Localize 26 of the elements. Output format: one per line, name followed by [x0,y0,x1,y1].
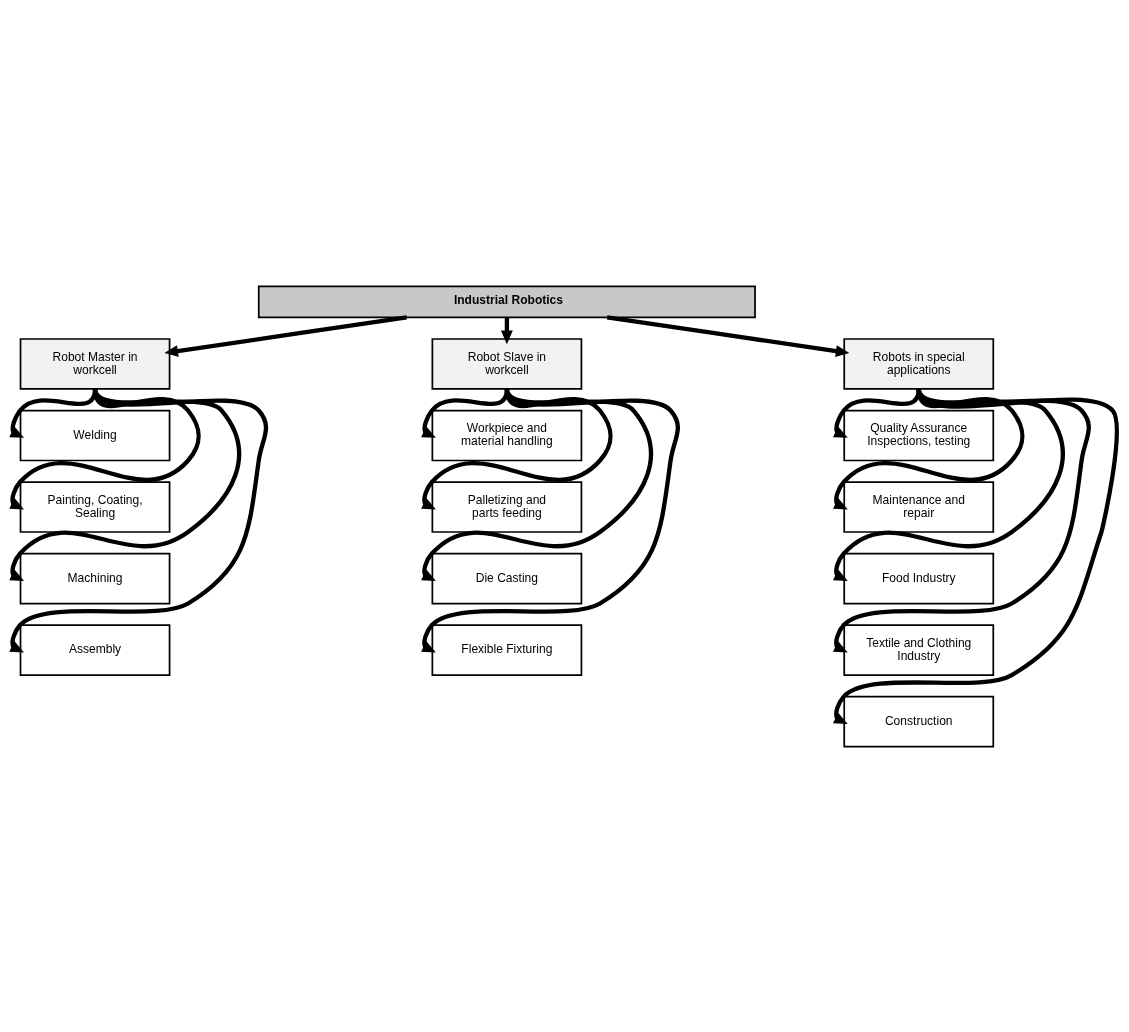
node-box: Assembly [19,623,171,676]
node-box: Construction [843,695,995,747]
arrow [421,388,510,438]
node-box: Food Industry [843,552,995,604]
node-box: Robot Slave in workcell [431,337,583,390]
node-box: Maintenance and repair [843,480,995,533]
node-box: Quality Assurance Inspections, testing [843,409,995,461]
node-box: Machining [19,552,171,604]
arrow [421,387,680,652]
node-box: Robots in special applications [843,337,995,390]
node-box: Workpiece and material handling [431,409,583,461]
node-box: Palletizing and parts feeding [431,480,583,533]
arrow [9,387,269,652]
node-box: Die Casting [431,552,583,604]
node-box: Robot Master in workcell [19,337,171,390]
arrow [833,388,1025,509]
arrow [833,387,1065,581]
node-box: Industrial Robotics [257,285,756,318]
arrow [832,388,921,438]
node-box: Textile and Clothing Industry [843,623,995,676]
node-box: Welding [19,409,171,461]
node-box: Painting, Coating, Sealing [19,480,171,533]
arrow [421,388,613,509]
arrow [833,387,1119,724]
node-box: Flexible Fixturing [431,623,583,676]
arrow [833,387,1091,652]
